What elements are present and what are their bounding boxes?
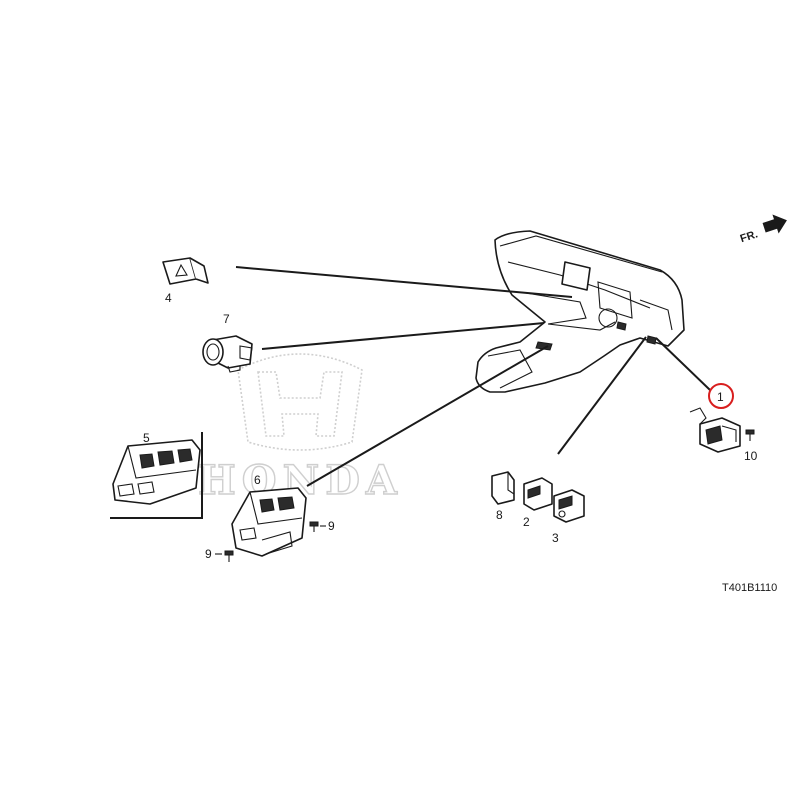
dashboard-assembly [475,230,685,393]
window-switch-part-6[interactable] [231,487,307,557]
callout-10: 10 [744,449,758,463]
screw-9-upper[interactable] [309,521,319,532]
leader-line-6 [306,345,549,487]
hazard-triangle-icon [175,263,188,277]
callout-7: 7 [223,312,230,326]
callout-6: 6 [254,473,261,487]
callout-1: 1 [717,390,724,404]
switch-part-3[interactable] [553,489,585,523]
callout-2: 2 [523,515,530,529]
front-direction-indicator: FR. [739,214,787,245]
screw-9-lower[interactable] [224,550,234,562]
arrow-right-icon [762,214,787,234]
blank-cover-part-8[interactable] [491,471,515,505]
leader-line-7 [261,322,545,350]
diagram-code: T401B1110 [722,582,777,594]
front-label: FR. [739,228,760,245]
callout-8: 8 [496,508,503,522]
callout-4: 4 [165,291,172,305]
leader-line-1 [655,337,711,391]
master-window-switch-part-5[interactable] [112,439,201,505]
leader-line-4 [235,266,573,298]
highlight-circle [708,383,734,409]
honda-logo-watermark [237,353,363,451]
callout-5: 5 [143,431,150,445]
callout-bracket-5 [110,432,203,519]
screw-10[interactable] [745,429,755,441]
hazard-switch-part-4[interactable] [162,257,209,285]
leader-lines [235,266,711,487]
engine-start-switch-part-7[interactable] [202,335,253,373]
switch-assembly-part-1[interactable] [689,407,741,453]
callout-9-lower: 9 [205,547,212,561]
switch-part-2[interactable] [523,477,553,511]
leader-line-8-2-3 [557,336,647,455]
callout-3: 3 [552,531,559,545]
callout-9-upper: 9 [328,519,335,533]
